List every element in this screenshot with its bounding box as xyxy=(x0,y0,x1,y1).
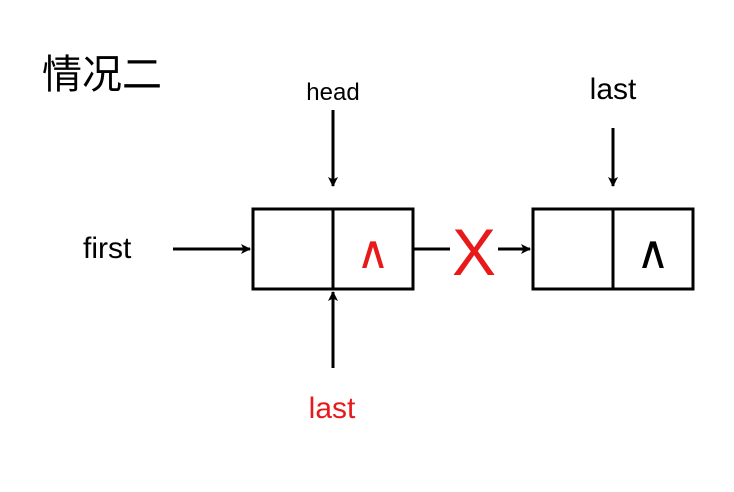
node-1-null-pointer: ∧ xyxy=(356,226,390,278)
last-top-label: last xyxy=(590,73,637,106)
diagram-title: 情况二 xyxy=(42,52,162,98)
list-node-1: ∧ xyxy=(251,207,415,291)
list-node-2: ∧ xyxy=(531,207,695,291)
last-bottom-label: last xyxy=(309,392,356,425)
cross-mark-backdrop xyxy=(450,222,498,276)
cross-mark: X xyxy=(452,215,496,289)
node-2-null-pointer: ∧ xyxy=(636,226,670,278)
head-label: head xyxy=(306,79,359,106)
first-label: first xyxy=(83,232,132,265)
